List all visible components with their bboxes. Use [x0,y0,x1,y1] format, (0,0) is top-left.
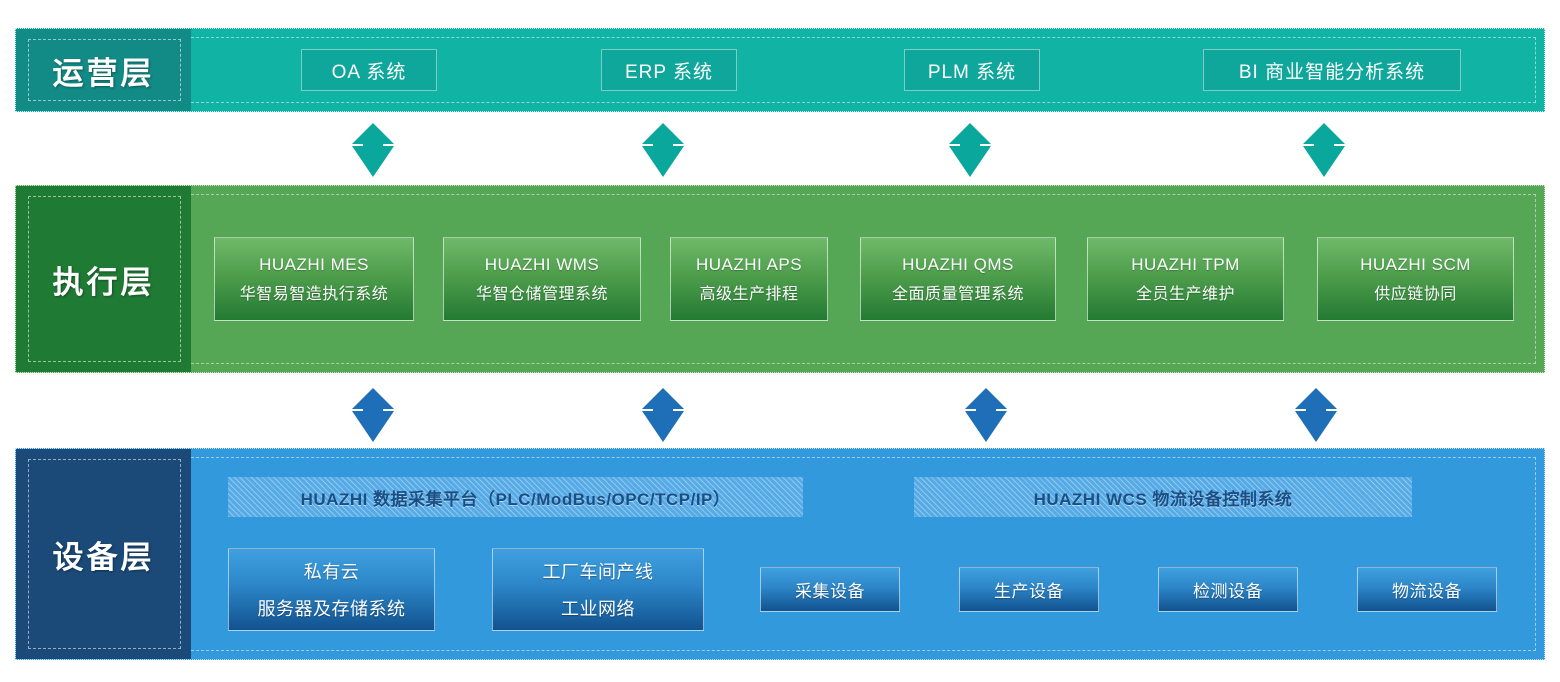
device-equipment-box[interactable]: 私有云服务器及存储系统 [228,548,435,631]
layer-execution-label: 执行层 [52,264,155,300]
device-content-area: HUAZHI 数据采集平台（PLC/ModBus/OPC/TCP/IP） HUAZ… [191,449,1544,659]
bidirectional-arrow-icon [641,387,685,443]
execution-system-code: HUAZHI WMS [484,254,600,274]
execution-system-code: HUAZHI TPM [1131,254,1240,274]
layer-device: 设备层 HUAZHI 数据采集平台（PLC/ModBus/OPC/TCP/IP）… [15,448,1545,660]
execution-system-name: 华智仓储管理系统 [475,285,608,303]
execution-system-code: HUAZHI QMS [902,254,1014,274]
operations-system-box[interactable]: BI 商业智能分析系统 [1203,49,1461,91]
execution-system-box[interactable]: HUAZHI APS 高级生产排程 [670,237,828,321]
device-equipment-label: 物流设备 [1392,582,1462,601]
bidirectional-arrow-icon [641,122,685,178]
device-equipment-label: 服务器及存储系统 [257,599,406,619]
device-platform-banner[interactable]: HUAZHI 数据采集平台（PLC/ModBus/OPC/TCP/IP） [228,477,803,517]
bidirectional-arrow-icon [1302,122,1346,178]
device-equipment-box[interactable]: 采集设备 [760,567,900,612]
operations-system-box[interactable]: ERP 系统 [601,49,737,91]
device-platform-banner[interactable]: HUAZHI WCS 物流设备控制系统 [914,477,1412,517]
bidirectional-arrow-icon [1294,387,1338,443]
execution-system-name: 高级生产排程 [699,285,799,303]
device-equipment-box[interactable]: 检测设备 [1158,567,1298,612]
bidirectional-arrow-icon [351,387,395,443]
device-equipment-label: 检测设备 [1193,582,1263,601]
execution-system-box[interactable]: HUAZHI MES 华智易智造执行系统 [214,237,414,321]
layer-device-label-block: 设备层 [16,449,191,659]
execution-system-box[interactable]: HUAZHI QMS 全面质量管理系统 [860,237,1056,321]
execution-system-box[interactable]: HUAZHI WMS 华智仓储管理系统 [443,237,641,321]
execution-system-box[interactable]: HUAZHI TPM 全员生产维护 [1087,237,1284,321]
operations-box-row: OA 系统 ERP 系统 PLM 系统 BI 商业智能分析系统 [191,29,1544,111]
execution-system-code: HUAZHI APS [695,254,803,274]
layer-operations-label-block: 运营层 [16,29,191,111]
execution-system-box[interactable]: HUAZHI SCM 供应链协同 [1317,237,1514,321]
layer-operations: 运营层 OA 系统 ERP 系统 PLM 系统 BI 商业智能分析系统 [15,28,1545,112]
bidirectional-arrow-icon [351,122,395,178]
layer-operations-label: 运营层 [52,55,155,91]
device-equipment-box[interactable]: 生产设备 [959,567,1099,612]
operations-system-box[interactable]: PLM 系统 [904,49,1040,91]
device-equipment-label: 采集设备 [795,582,865,601]
layer-device-body: HUAZHI 数据采集平台（PLC/ModBus/OPC/TCP/IP） HUAZ… [191,449,1544,659]
bidirectional-arrow-icon [948,122,992,178]
layer-operations-body: OA 系统 ERP 系统 PLM 系统 BI 商业智能分析系统 [191,29,1544,111]
operations-system-box[interactable]: OA 系统 [301,49,437,91]
execution-system-name: 华智易智造执行系统 [239,285,389,303]
execution-system-code: HUAZHI MES [259,254,369,274]
device-equipment-box[interactable]: 物流设备 [1357,567,1497,612]
device-equipment-label: 工业网络 [561,599,635,619]
bidirectional-arrow-icon [964,387,1008,443]
execution-system-name: 全面质量管理系统 [891,285,1024,303]
execution-system-name: 供应链协同 [1374,285,1457,303]
layer-execution: 执行层 HUAZHI MES 华智易智造执行系统 HUAZHI WMS 华智仓储管理系… [15,185,1545,373]
execution-system-name: 全员生产维护 [1135,285,1235,303]
device-equipment-box[interactable]: 工厂车间产线工业网络 [492,548,704,631]
device-equipment-label: 生产设备 [994,582,1064,601]
layer-execution-label-block: 执行层 [16,186,191,372]
device-equipment-label: 私有云 [303,562,360,582]
device-equipment-label: 工厂车间产线 [542,562,654,582]
layer-device-label: 设备层 [52,539,155,575]
execution-system-code: HUAZHI SCM [1360,254,1471,274]
